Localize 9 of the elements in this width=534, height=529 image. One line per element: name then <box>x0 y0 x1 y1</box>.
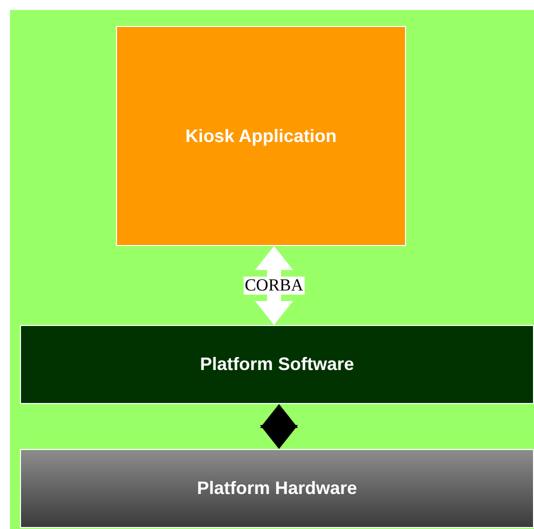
layer-label: Platform Software <box>200 354 354 375</box>
layer-box <box>20 449 534 528</box>
layer-box <box>20 325 534 404</box>
edge-label: CORBA <box>244 276 304 295</box>
layer-box <box>116 26 406 246</box>
double-arrow <box>260 404 298 449</box>
layer-label: Platform Hardware <box>196 478 358 499</box>
layer-label: Kiosk Application <box>185 126 337 146</box>
double-arrow <box>255 246 293 325</box>
